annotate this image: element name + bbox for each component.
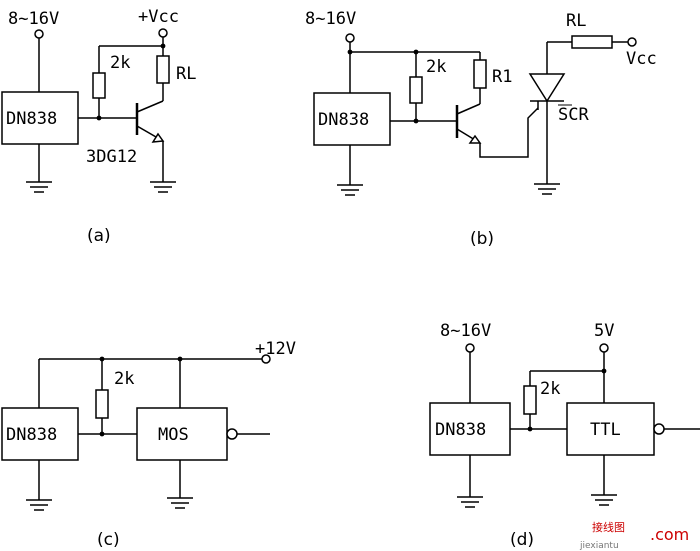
- a-ground-symbol: [26, 181, 52, 193]
- b-supply-in-label: 8~16V: [305, 9, 356, 29]
- a-caption: (a): [87, 226, 111, 246]
- watermark-domain: .com: [650, 525, 689, 544]
- b-vcc-terminal: [627, 37, 637, 47]
- c-mos-gate: [136, 407, 228, 461]
- circuit-a: 8~16V DN838 2k +Vcc RL: [1, 7, 196, 246]
- c-gate-label: MOS: [158, 425, 189, 445]
- b-load-resistor: [571, 35, 613, 49]
- d-ground-symbol-2: [591, 494, 617, 506]
- b-chip-label: DN838: [318, 110, 369, 130]
- b-ground-symbol: [337, 184, 363, 196]
- watermark-url: jiexiantu: [579, 541, 619, 551]
- a-resistor-label: 2k: [110, 53, 130, 73]
- d-caption: (d): [510, 530, 534, 550]
- c-inverter-bubble: [226, 428, 238, 440]
- b-ground-symbol-2: [534, 183, 560, 195]
- d-supply-in-terminal: [465, 343, 475, 353]
- b-caption: (b): [470, 229, 494, 249]
- d-resistor-label: 2k: [540, 379, 560, 399]
- a-vcc-terminal: [158, 28, 168, 38]
- a-supply-out-label: +Vcc: [138, 7, 179, 27]
- c-12v-terminal: [261, 354, 271, 364]
- circuit-c: +12V DN838 2k MOS (c): [1, 339, 296, 550]
- d-5v-terminal: [599, 343, 609, 353]
- a-chip-label: DN838: [6, 109, 57, 129]
- d-chip-label: DN838: [435, 420, 486, 440]
- d-gate-label: TTL: [590, 420, 621, 440]
- circuit-d: 8~16V DN838 5V 2k TTL (d): [429, 321, 700, 550]
- circuit-b: 8~16V DN838 2k R1: [305, 9, 657, 249]
- a-supply-in-terminal: [34, 29, 44, 39]
- c-caption: (c): [97, 530, 120, 550]
- c-2k-resistor: [95, 389, 109, 419]
- a-transistor-label: 3DG12: [86, 147, 137, 167]
- watermark-logo: 接线图: [592, 520, 625, 534]
- b-2k-resistor: [409, 76, 423, 104]
- c-chip-label: DN838: [6, 425, 57, 445]
- c-ground-symbol: [26, 499, 52, 511]
- d-ground-symbol: [457, 496, 483, 508]
- c-supply-label: +12V: [255, 339, 296, 359]
- c-resistor-label: 2k: [114, 369, 134, 389]
- a-ground-symbol-2: [150, 181, 176, 193]
- d-inverter-bubble: [653, 423, 665, 435]
- a-load-resistor: [156, 55, 170, 84]
- b-load-label: RL: [566, 11, 586, 31]
- d-ttl-gate: [566, 402, 655, 456]
- b-supply-in-terminal: [345, 33, 355, 43]
- b-supply-out-label: Vcc: [626, 49, 657, 69]
- a-npn-transistor: [135, 100, 165, 143]
- c-ground-symbol-2: [167, 497, 193, 509]
- d-2k-resistor: [523, 385, 537, 415]
- d-logic-supply-label: 5V: [594, 321, 614, 341]
- a-supply-in-label: 8~16V: [8, 9, 59, 29]
- a-2k-resistor: [92, 72, 106, 99]
- b-scr-label: SCR: [558, 105, 589, 125]
- b-r1-resistor: [473, 59, 487, 89]
- b-npn-transistor: [455, 103, 482, 144]
- b-r1-label: R1: [492, 67, 512, 87]
- a-load-label: RL: [176, 64, 196, 84]
- b-dn838-chip: [313, 92, 391, 146]
- site-watermark: 接线图 .com jiexiantu: [579, 520, 689, 551]
- b-resistor-label: 2k: [426, 57, 446, 77]
- d-supply-in-label: 8~16V: [440, 321, 491, 341]
